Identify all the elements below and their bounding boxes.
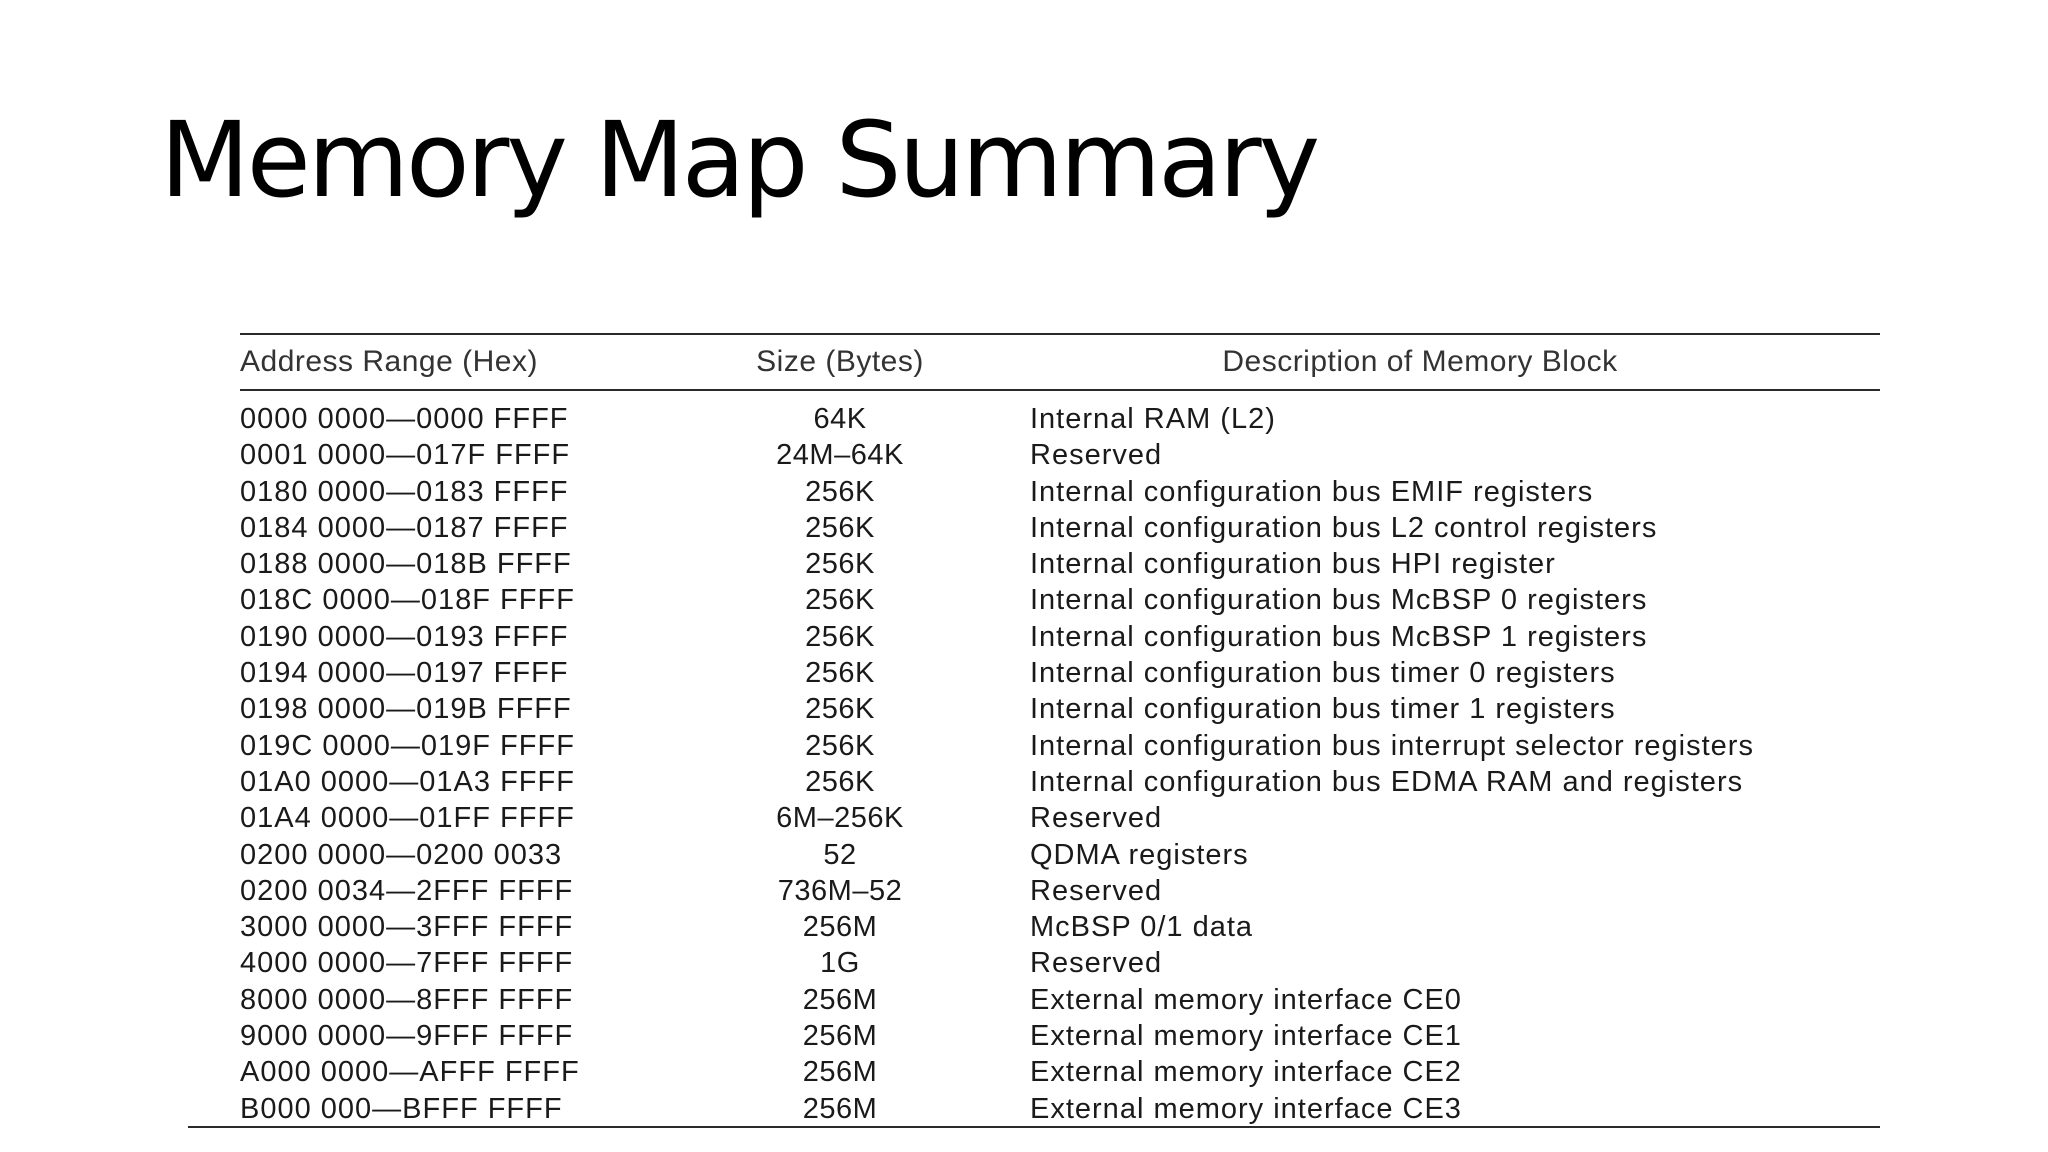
size-cell: 256K [805, 693, 875, 726]
address-cell: 0200 0000—0200 0033 [240, 838, 563, 871]
size-cell: 256M [802, 1056, 878, 1089]
size-cell: 256K [805, 729, 875, 762]
table-row: 0000 0000—0000 FFFF 64K Internal RAM (L2) [240, 401, 1880, 437]
size-cell: 6M–256K [776, 802, 904, 835]
address-cell: 0188 0000—018B FFFF [240, 548, 572, 581]
size-cell: 256M [802, 1092, 878, 1125]
size-cell: 24M–64K [776, 439, 904, 472]
size-cell: 256K [805, 657, 875, 690]
table-row: A000 0000—AFFF FFFF 256M External memory i… [240, 1054, 1880, 1090]
description-cell: Internal configuration bus EMIF register… [1030, 475, 1594, 508]
address-cell: 0198 0000—019B FFFF [240, 693, 572, 726]
size-cell: 1G [820, 947, 860, 980]
size-cell: 256K [805, 511, 875, 544]
description-cell: Internal configuration bus timer 0 regis… [1030, 657, 1616, 690]
table-row: 0198 0000—019B FFFF 256K Internal configur… [240, 691, 1880, 727]
table-row: B000 000—BFFF FFFF 256M External memory in… [240, 1091, 1880, 1127]
description-cell: Internal configuration bus McBSP 0 regis… [1030, 584, 1648, 617]
table-row: 0200 0000—0200 0033 52 QDMA registers [240, 837, 1880, 873]
address-cell: 0001 0000—017F FFFF [240, 439, 571, 472]
table-header-rule [240, 389, 1880, 391]
address-cell: 3000 0000—3FFF FFFF [240, 911, 574, 944]
description-cell: Internal configuration bus timer 1 regis… [1030, 693, 1616, 726]
address-cell: 4000 0000—7FFF FFFF [240, 947, 574, 980]
header-description: Description of Memory Block [1222, 345, 1618, 378]
description-cell: Reserved [1030, 802, 1163, 835]
address-cell: 019C 0000—019F FFFF [240, 729, 575, 762]
description-cell: External memory interface CE0 [1030, 983, 1462, 1016]
memory-map-table: Address Range (Hex) Size (Bytes) Descrip… [188, 333, 1880, 1130]
size-cell: 64K [813, 403, 867, 435]
table-top-rule [240, 333, 1880, 335]
description-cell: Internal configuration bus L2 control re… [1030, 511, 1658, 544]
header-size: Size (Bytes) [756, 345, 924, 378]
size-cell: 256M [802, 983, 878, 1016]
address-cell: 0180 0000—0183 FFFF [240, 475, 569, 508]
address-cell: 0190 0000—0193 FFFF [240, 620, 569, 653]
table-row: 0184 0000—0187 FFFF 256K Internal configur… [240, 510, 1880, 546]
table-row: 3000 0000—3FFF FFFF 256M McBSP 0/1 data [240, 909, 1880, 945]
header-address-range: Address Range (Hex) [240, 345, 538, 378]
size-cell: 256K [805, 765, 875, 798]
size-cell: 256K [805, 548, 875, 581]
table-bottom-rule [188, 1126, 1880, 1128]
description-cell: Internal configuration bus HPI register [1030, 548, 1556, 581]
table-row: 0190 0000—0193 FFFF 256K Internal configur… [240, 619, 1880, 655]
address-cell: A000 0000—AFFF FFFF [240, 1056, 580, 1089]
description-cell: External memory interface CE3 [1030, 1092, 1462, 1125]
table-row: 018C 0000—018F FFFF 256K Internal configur… [240, 582, 1880, 618]
description-cell: Reserved [1030, 874, 1163, 907]
address-cell: 0194 0000—0197 FFFF [240, 657, 569, 690]
description-cell: Internal configuration bus interrupt sel… [1030, 729, 1754, 762]
description-cell: External memory interface CE1 [1030, 1020, 1462, 1053]
table-row: 0188 0000—018B FFFF 256K Internal configur… [240, 546, 1880, 582]
table-row: 8000 0000—8FFF FFFF 256M External memory i… [240, 982, 1880, 1018]
table-row: 9000 0000—9FFF FFFF 256M External memory i… [240, 1018, 1880, 1054]
address-cell: 8000 0000—8FFF FFFF [240, 983, 574, 1016]
table-row: 01A4 0000—01FF FFFF 6M–256K Reserved [240, 800, 1880, 836]
table-row: 019C 0000—019F FFFF 256K Internal configur… [240, 728, 1880, 764]
table-row: 0180 0000—0183 FFFF 256K Internal configur… [240, 474, 1880, 510]
description-cell: McBSP 0/1 data [1030, 911, 1254, 944]
slide-title: Memory Map Summary [160, 99, 1320, 221]
description-cell: Internal configuration bus McBSP 1 regis… [1030, 620, 1648, 653]
description-cell: External memory interface CE2 [1030, 1056, 1462, 1089]
description-cell: QDMA registers [1030, 838, 1249, 871]
size-cell: 736M–52 [777, 874, 903, 907]
size-cell: 256K [805, 475, 875, 508]
size-cell: 256K [805, 620, 875, 653]
table-row: 0200 0034—2FFF FFFF 736M–52 Reserved [240, 873, 1880, 909]
table-row: 0001 0000—017F FFFF 24M–64K Reserved [240, 437, 1880, 473]
table-header: Address Range (Hex) Size (Bytes) Descrip… [240, 345, 1880, 381]
address-cell: B000 000—BFFF FFFF [240, 1092, 563, 1125]
address-cell: 0200 0034—2FFF FFFF [240, 874, 574, 907]
size-cell: 256M [802, 1020, 878, 1053]
description-cell: Reserved [1030, 947, 1163, 980]
description-cell: Internal configuration bus EDMA RAM and … [1030, 765, 1744, 798]
table-row: 01A0 0000—01A3 FFFF 256K Internal configur… [240, 764, 1880, 800]
size-cell: 256K [805, 584, 875, 617]
address-cell: 01A4 0000—01FF FFFF [240, 802, 575, 835]
size-cell: 52 [823, 838, 857, 871]
table-row: 0194 0000—0197 FFFF 256K Internal configur… [240, 655, 1880, 691]
address-cell: 01A0 0000—01A3 FFFF [240, 765, 575, 798]
table-row: 4000 0000—7FFF FFFF 1G Reserved [240, 945, 1880, 981]
address-cell: 9000 0000—9FFF FFFF [240, 1020, 574, 1053]
address-cell: 0184 0000—0187 FFFF [240, 511, 569, 544]
description-cell: Reserved [1030, 439, 1163, 472]
size-cell: 256M [802, 911, 878, 944]
description-cell: Internal RAM (L2) [1030, 403, 1276, 435]
address-cell: 0000 0000—0000 FFFF [240, 403, 569, 435]
address-cell: 018C 0000—018F FFFF [240, 584, 575, 617]
